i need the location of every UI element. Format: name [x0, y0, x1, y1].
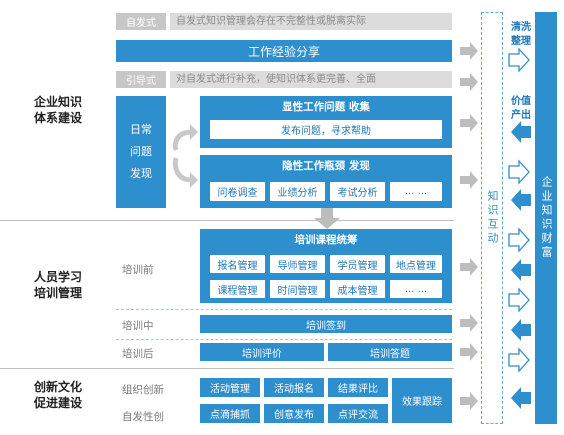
culture-tracking: 效果跟踪 [392, 378, 452, 423]
knowledge-interaction-column: 知识互动 [481, 12, 503, 424]
spontaneous-tag: 自发式 [116, 13, 166, 30]
down-arrow-stem [321, 208, 333, 219]
outline-arrow-right [508, 159, 530, 185]
gray-arrow [460, 42, 478, 60]
guided-tag: 引导式 [116, 71, 166, 88]
training-row2-item-2: 时间管理 [270, 280, 325, 298]
training-row1-item-1: 报名管理 [210, 255, 265, 273]
culture-row2-item-2: 创意发布 [264, 404, 324, 423]
section-training: 人员学习 培训管理 [33, 270, 82, 300]
clean-organize-label: 清洗 整理 [511, 22, 531, 47]
knowledge-wealth-column: 企业知识财富 [535, 12, 557, 424]
experience-share: 工作经验分享 [116, 40, 452, 62]
gray-arrow [460, 114, 478, 132]
training-checkin: 培训签到 [200, 315, 452, 333]
culture-row1-item-2: 活动报名 [264, 378, 324, 397]
culture-row1-item-1: 活动管理 [200, 378, 260, 397]
gray-arrow [460, 343, 478, 361]
gray-arrow [460, 171, 478, 189]
explicit-panel: 显性工作问题 收集 发布问题，寻求帮助 [200, 96, 452, 148]
outline-arrow-right [508, 347, 530, 373]
gray-arrow [460, 73, 478, 91]
curved-arrow-up [172, 129, 193, 151]
solid-arrow-left [511, 189, 531, 211]
training-row1-item-4: 地点管理 [390, 255, 442, 273]
training-evaluation: 培训评价 [200, 343, 324, 361]
gray-arrow [460, 258, 478, 276]
training-plan-title: 培训课程统筹 [294, 233, 358, 246]
training-row2-item-3: 成本管理 [330, 280, 385, 298]
down-arrow [314, 208, 340, 229]
dashed-separator [116, 309, 452, 310]
divider-line [0, 220, 454, 221]
outline-arrow-right [508, 47, 530, 73]
divider-line [0, 368, 454, 369]
section-culture: 创新文化 促进建设 [33, 380, 82, 410]
solid-arrow-left [511, 319, 531, 341]
solid-arrow-left [511, 259, 531, 281]
dashed-separator [116, 339, 452, 340]
section-enterprise: 企业知识 体系建设 [33, 95, 82, 125]
gray-arrow [460, 392, 478, 410]
implicit-item-3: 考试分析 [330, 182, 385, 201]
implicit-item-1: 问卷调查 [210, 182, 265, 201]
training-row1-item-3: 学员管理 [330, 255, 385, 273]
training-row1-item-2: 导师管理 [270, 255, 325, 273]
self-innovation-label: 自发性创 [122, 411, 164, 423]
outline-arrow-right [508, 227, 530, 253]
training-after-label: 培训后 [122, 348, 154, 360]
value-output-label: 价值 产出 [511, 96, 531, 121]
training-answer: 培训答题 [328, 343, 452, 361]
guided-text: 对自发式进行补充，使知识体系更完善、全面 [170, 71, 452, 88]
knowledge-wealth-label: 企业知识财富 [540, 176, 553, 260]
culture-row2-item-3: 点评交流 [328, 404, 388, 423]
knowledge-interaction-label: 知识互动 [486, 190, 499, 246]
curved-arrow-up-head [190, 124, 198, 140]
culture-row2-item-1: 点滴捕抓 [200, 404, 260, 423]
culture-row1-item-3: 结果评比 [328, 378, 388, 397]
training-row2-item-4: ... ... [390, 280, 442, 298]
solid-arrow-left [511, 121, 531, 143]
curved-arrow-down-head [190, 172, 198, 188]
training-during-label: 培训中 [122, 320, 154, 332]
spontaneous-text: 自发式知识管理会存在不完整性或脱离实际 [170, 13, 452, 30]
curved-arrow-down [172, 157, 193, 183]
explicit-item: 发布问题，寻求帮助 [210, 120, 442, 139]
training-before-label: 培训前 [122, 264, 154, 276]
solid-arrow-left [511, 387, 531, 409]
daily-discovery: 日常 问题 发现 [116, 96, 166, 208]
exchange-arrows [508, 47, 531, 409]
explicit-title: 显性工作问题 收集 [282, 100, 370, 113]
implicit-item-4: ... ... [390, 182, 442, 201]
org-innovation-label: 组织创新 [122, 384, 164, 396]
training-row2-item-1: 课程管理 [210, 280, 265, 298]
implicit-item-2: 业绩分析 [270, 182, 325, 201]
implicit-title: 隐性工作瓶颈 发现 [282, 159, 370, 172]
gray-arrow [460, 314, 478, 332]
arrows-to-interaction [460, 42, 478, 410]
down-arrow-head [314, 218, 340, 229]
implicit-panel: 隐性工作瓶颈 发现 问卷调查 业绩分析 考试分析 ... ... [200, 155, 452, 208]
curved-arrows [172, 124, 198, 188]
outline-arrow-right [508, 287, 530, 313]
training-plan-panel: 培训课程统筹 报名管理 导师管理 学员管理 地点管理 课程管理 时间管理 成本管… [200, 229, 452, 303]
